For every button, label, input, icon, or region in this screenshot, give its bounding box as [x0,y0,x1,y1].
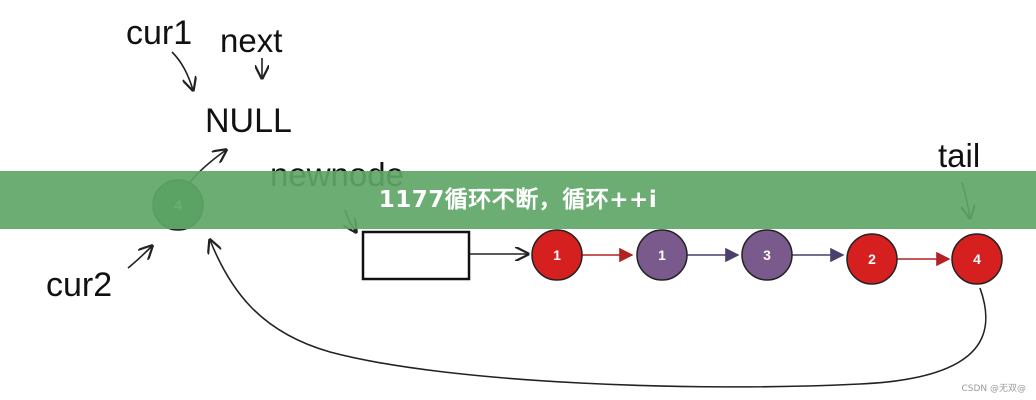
linked-list: 1 1 3 2 4 [531,229,1003,285]
next-label: next [220,22,282,59]
cur1-arrow [171,51,193,90]
list-node-value: 3 [763,247,771,263]
watermark: CSDN @无双@ [961,384,1026,394]
list-node-circle [531,229,583,281]
list-node-value: 1 [658,247,666,263]
list-node: 1 [636,229,688,281]
list-node-circle [741,229,793,281]
list-node-circle [846,233,898,285]
list-node-circle [636,229,688,281]
newnode-box [361,230,471,281]
list-node-value: 1 [553,247,561,263]
cur2-label: cur2 [46,266,112,304]
tail-label: tail [938,137,980,174]
list-node: 2 [846,233,898,285]
list-node-value: 2 [868,251,876,267]
list-node: 4 [951,233,1003,285]
list-node-circle [951,233,1003,285]
list-node: 3 [741,229,793,281]
banner-title: 1177循环不断，循环++i [378,187,658,213]
list-node: 1 [531,229,583,281]
cur2-arrow [127,246,152,269]
null-label: NULL [205,102,292,140]
tail-to-cur2-arrow [210,240,987,388]
list-node-value: 4 [973,251,981,267]
title-banner [0,171,1036,229]
cur1-label: cur1 [126,14,192,52]
